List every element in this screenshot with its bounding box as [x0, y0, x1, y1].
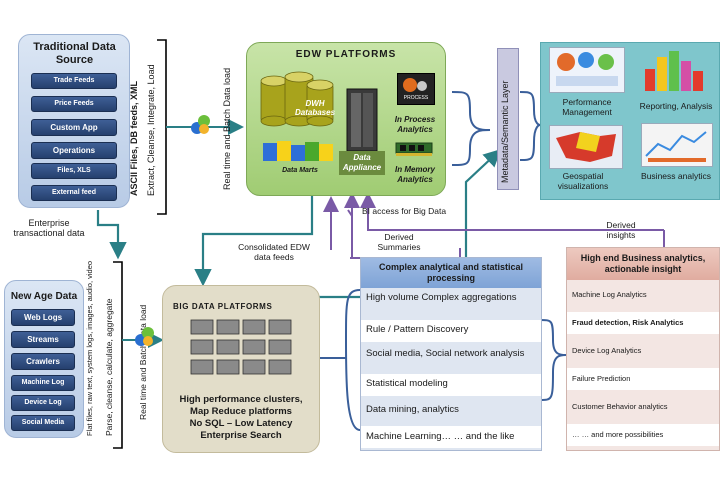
external-feed-item: External feed — [31, 185, 117, 201]
bigdata-desc-line-2: Map Reduce platforms — [190, 406, 292, 417]
machine-log-item: Machine Log — [11, 375, 75, 391]
bigdata-desc-line-1: High performance clusters, — [179, 394, 303, 405]
data-marts-icon — [261, 137, 341, 165]
database-icon — [257, 71, 337, 127]
web-logs-item: Web Logs — [11, 309, 75, 326]
social-media-item: Social Media — [11, 415, 75, 431]
metadata-semantic-layer — [497, 48, 519, 190]
edw-title: EDW PLATFORMS — [295, 49, 397, 60]
edw-load-label: Real time and Batch Data load — [222, 67, 232, 190]
bar-chart-3d-icon — [639, 45, 709, 93]
traditional-side-label: ASCII Files, DB feeds, XML — [129, 80, 139, 196]
process-gears-icon: PROCESS — [397, 73, 435, 105]
complex-row: Rule / Pattern Discovery — [361, 320, 541, 342]
complex-row: Social media, Social network analysis — [366, 348, 525, 359]
enterprise-label: Enterprise transactional data — [13, 218, 85, 238]
bigdata-sync-icon — [133, 325, 157, 349]
edw-platforms-panel: EDW PLATFORMS DWH Databases Data Marts D… — [246, 42, 446, 196]
files-xls-item: Files, XLS — [31, 163, 117, 179]
etl-label: Extract, Cleanse, Integrate, Load — [146, 64, 156, 196]
high-end-analytics-panel: High end Business analytics, actionable … — [566, 247, 720, 451]
output-label-geospatial: Geospatial visualizations — [557, 171, 609, 191]
appliance-rack-icon — [345, 87, 379, 153]
output-label-reporting: Reporting, Analysis — [639, 101, 713, 111]
parse-label: Parse, cleanse, calculate, aggregate — [104, 298, 114, 436]
performance-chart-icon — [549, 47, 625, 93]
complex-row: Data mining, analytics — [366, 404, 459, 415]
big-data-platforms-panel: BIG DATA PLATFORMS High performance clus… — [162, 285, 320, 453]
process-tag: PROCESS — [403, 95, 429, 101]
highend-title: High end Business analytics, actionable … — [567, 248, 719, 280]
highend-row: Fraud detection, Risk Analytics — [567, 312, 719, 334]
operations-item: Operations — [31, 142, 117, 159]
metadata-label: Metadata/Semantic Layer — [500, 80, 510, 183]
in-process-analytics-label: In Process Analytics — [394, 115, 436, 134]
output-label-performance: Performance Management — [562, 97, 612, 117]
memory-chip-icon — [395, 141, 433, 157]
custom-app-item: Custom App — [31, 119, 117, 136]
in-memory-analytics-label: In Memory Analytics — [394, 165, 435, 184]
data-sync-icon — [189, 113, 213, 137]
highend-row: Failure Prediction — [567, 368, 719, 390]
bigdata-desc-line-3: No SQL – Low Latency — [189, 418, 293, 429]
complex-row: Machine Learning… … and the like — [361, 426, 541, 448]
data-appliance-label: Data Appliance — [339, 151, 385, 175]
price-feeds-item: Price Feeds — [31, 96, 117, 112]
output-label-business: Business analytics — [641, 171, 711, 181]
new-age-data-panel: New Age Data Web Logs Streams Crawlers M… — [4, 280, 84, 438]
bigdata-desc-line-4: Enterprise Search — [200, 430, 282, 441]
highend-row: … … and more possibilities — [567, 424, 719, 446]
server-cluster-icon — [187, 316, 297, 382]
streams-item: Streams — [11, 331, 75, 348]
derived-insights-label: Derived insights — [606, 220, 636, 240]
analytics-dashboard-icon — [641, 123, 713, 167]
device-log-item: Device Log — [11, 395, 75, 411]
highend-row: Machine Log Analytics — [572, 290, 647, 299]
traditional-data-source-panel: Traditional Data Source Trade Feeds Pric… — [18, 34, 130, 208]
highend-row: Customer Behavior analytics — [572, 402, 668, 411]
outputs-panel: Performance Management Reporting, Analys… — [540, 42, 720, 200]
dwh-databases-label: DWH Databases — [295, 99, 336, 117]
traditional-title: Traditional Data Source — [33, 41, 116, 66]
bi-access-label: BI access for Big Data — [362, 206, 447, 216]
data-marts-label: Data Marts — [282, 167, 318, 174]
crawlers-item: Crawlers — [11, 353, 75, 370]
consolidated-label: Consolidated EDW data feeds — [238, 242, 310, 262]
trade-feeds-item: Trade Feeds — [31, 73, 117, 89]
highend-row: Device Log Analytics — [572, 346, 642, 355]
derived-summaries-label: Derived Summaries — [377, 232, 421, 252]
complex-row: High volume Complex aggregations — [366, 292, 517, 303]
complex-row: Statistical modeling — [361, 374, 541, 396]
map-icon — [549, 125, 623, 169]
new-age-title: New Age Data — [10, 291, 78, 302]
new-age-side-label: Flat files, raw text, system logs, image… — [85, 260, 94, 436]
bigdata-load-label: Real time and Batch Data load — [138, 304, 148, 420]
complex-processing-panel: Complex analytical and statistical proce… — [360, 257, 542, 451]
complex-title: Complex analytical and statistical proce… — [361, 258, 541, 288]
bigdata-title: BIG DATA PLATFORMS — [173, 302, 273, 311]
